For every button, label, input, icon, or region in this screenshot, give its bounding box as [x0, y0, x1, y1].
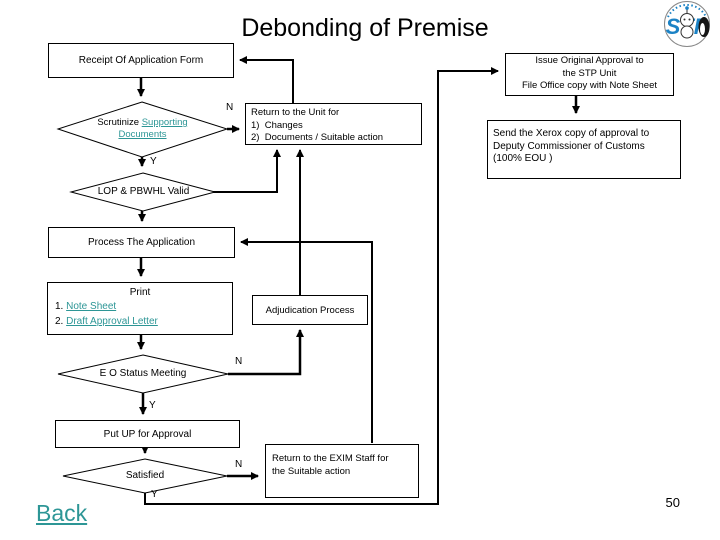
node-process-application: Process The Application	[48, 227, 235, 258]
return-unit-line1: Return to the Unit for	[251, 107, 340, 118]
node-send-xerox: Send the Xerox copy of approval to Deput…	[487, 120, 681, 179]
node-return-exim: Return to the EXIM Staff for the Suitabl…	[265, 444, 419, 498]
satisfied-label: Satisfied	[125, 470, 165, 481]
supporting-documents-link[interactable]: Supporting Documents	[118, 117, 188, 140]
put-up-label: Put UP for Approval	[103, 428, 192, 440]
issue-approval-line3: File Office copy with Note Sheet	[522, 80, 657, 91]
diamond-satisfied-shape	[62, 458, 228, 494]
node-adjudication: Adjudication Process	[252, 295, 368, 325]
scrutinize-n-label: N	[226, 102, 234, 113]
back-link[interactable]: Back	[36, 500, 88, 526]
diamond-eo-status-shape	[57, 354, 229, 394]
node-print: Print 1. Note Sheet 2. Draft Approval Le…	[47, 282, 233, 335]
stp-logo: STP	[664, 1, 710, 47]
node-lop-valid: LOP & PBWHL Valid	[80, 184, 207, 200]
process-application-label: Process The Application	[87, 237, 196, 248]
logo-mascot-body	[680, 25, 694, 39]
send-xerox-line1: Send the Xerox copy of approval to	[493, 128, 650, 139]
print-item1-number: 1.	[55, 301, 67, 312]
eo-status-y-label: Y	[149, 400, 156, 411]
node-eo-status: E O Status Meeting	[70, 366, 216, 382]
send-xerox-line2: Deputy Commissioner of Customs	[493, 140, 645, 152]
node-put-up: Put UP for Approval	[55, 420, 240, 448]
connector-eo-n-to-adjudication	[228, 329, 304, 376]
return-exim-line1: Return to the EXIM Staff for	[272, 453, 389, 464]
eo-status-label: E O Status Meeting	[99, 368, 187, 379]
connector-exim-to-process	[240, 238, 373, 443]
satisfied-n-label: N	[235, 459, 243, 470]
node-scrutinize: Scrutinize Supporting Documents	[75, 108, 210, 150]
node-issue-approval: Issue Original Approval to the STP Unit …	[505, 53, 674, 96]
note-sheet-link[interactable]: Note Sheet	[66, 301, 117, 312]
print-title: Print	[129, 287, 151, 298]
send-xerox-line3: (100% EOU )	[493, 153, 553, 164]
eo-status-n-label: N	[235, 356, 243, 367]
page-number: 50	[665, 495, 680, 510]
logo-arc-text-decoration	[667, 4, 707, 18]
diamond-lop-shape	[69, 172, 217, 212]
diamond-scrutinize-shape	[56, 101, 229, 158]
issue-approval-line2: the STP Unit	[562, 67, 617, 79]
node-return-unit: Return to the Unit for 1) Changes 2) Doc…	[245, 103, 422, 145]
node-receipt: Receipt Of Application Form	[48, 43, 234, 78]
return-unit-line2: 1) Changes	[251, 119, 303, 131]
scrutinize-y-label: Y	[150, 156, 157, 167]
return-exim-line2: the Suitable action	[272, 465, 351, 477]
connector-satisfied-y-to-issue-approval	[144, 67, 499, 505]
lop-valid-label: LOP & PBWHL Valid	[97, 186, 190, 197]
scrutinize-text: Scrutinize	[97, 117, 142, 128]
print-item2-number: 2.	[55, 316, 67, 327]
slide-title: Debonding of Premise	[241, 14, 489, 42]
connector-return-unit-to-receipt	[239, 56, 294, 103]
draft-approval-letter-link[interactable]: Draft Approval Letter	[66, 316, 158, 327]
node-satisfied: Satisfied	[95, 468, 195, 484]
issue-approval-line1: Issue Original Approval to	[535, 55, 644, 66]
return-unit-line3: 2) Documents / Suitable action	[251, 132, 384, 143]
logo-mascot-head	[680, 13, 694, 27]
adjudication-label: Adjudication Process	[265, 304, 355, 316]
connector-lop-to-return-unit	[213, 149, 281, 193]
node-receipt-label: Receipt Of Application Form	[78, 55, 204, 66]
satisfied-y-label: Y	[151, 489, 158, 500]
